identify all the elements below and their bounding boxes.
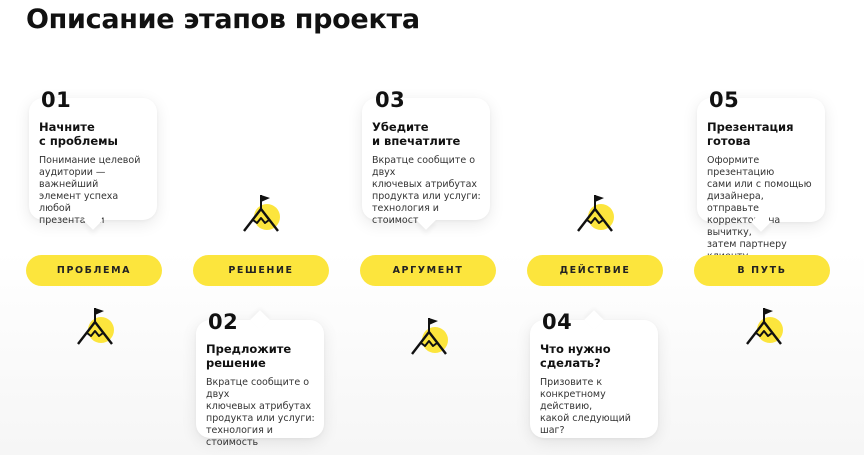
stage-pill-argument[interactable]: АРГУМЕНТ [360,255,496,286]
stage-pill-problem[interactable]: ПРОБЛЕМА [26,255,162,286]
stage-card-01: Начните с проблемы Понимание целевой ауд… [29,98,157,226]
stage-card-04: Что нужно сделать? Призовите к конкретно… [530,320,658,438]
mountain-flag-icon [77,308,114,345]
stage-title: Что нужно сделать? [540,342,611,370]
stage-number: 02 [208,310,239,334]
stage-title: Начните с проблемы [39,120,118,148]
stage-pill-action[interactable]: ДЕЙСТВИЕ [527,255,663,286]
mountain-flag-icon [411,318,448,355]
stage-number: 01 [41,88,72,112]
stage-title: Убедите и впечатлите [372,120,461,148]
stage-title: Презентация готова [707,120,794,148]
stage-card-05: Презентация готова Оформите презентацию … [697,98,825,262]
mountain-flag-icon [577,195,614,232]
stage-description: Вкратце сообщите о двух ключевых атрибут… [206,377,315,448]
stage-description: Вкратце сообщите о двух ключевых атрибут… [372,155,481,226]
stage-number: 03 [375,88,406,112]
stage-description: Призовите к конкретному действию, какой … [540,377,631,436]
mountain-flag-icon [243,195,280,232]
stage-pill-solution[interactable]: РЕШЕНИЕ [193,255,329,286]
stage-pill-on-the-way[interactable]: В ПУТЬ [694,255,830,286]
stage-number: 05 [709,88,740,112]
stage-description: Оформите презентацию сами или с помощью … [707,155,812,262]
stage-number: 04 [542,310,573,334]
mountain-flag-icon [746,308,783,345]
stage-card-02: Предложите решение Вкратце сообщите о дв… [196,320,324,448]
stage-title: Предложите решение [206,342,292,370]
page-title: Описание этапов проекта [26,4,420,35]
stage-description: Понимание целевой аудитории — важнейший … [39,155,141,226]
stage-card-03: Убедите и впечатлите Вкратце сообщите о … [362,98,490,226]
